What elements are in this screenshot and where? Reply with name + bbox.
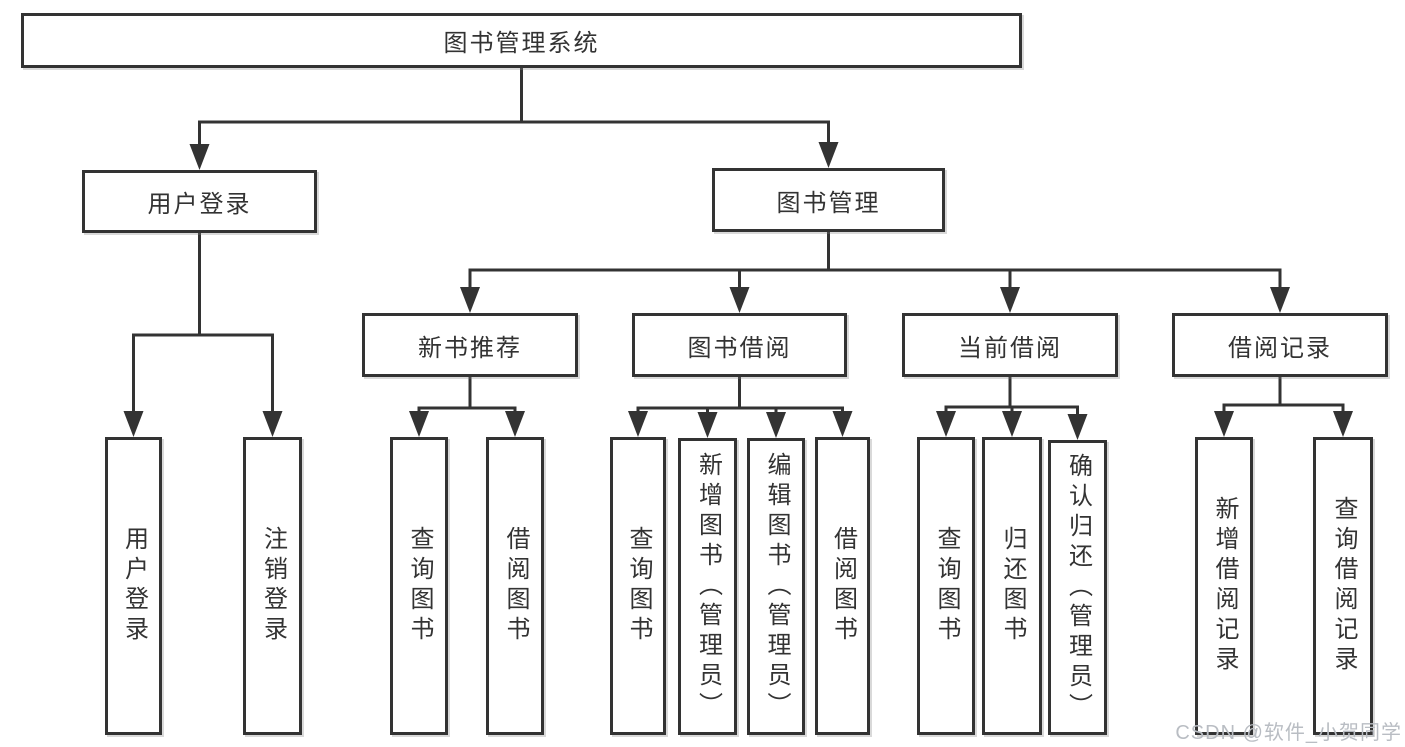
node-label-root: 图书管理系统: [443, 30, 600, 57]
arrowhead-icon: [409, 411, 429, 437]
arrowhead-icon: [832, 411, 853, 437]
node-book-mgmt: 图书管理: [712, 168, 945, 232]
arrowhead-icon: [729, 287, 750, 313]
node-label-leaf-return-books: 归还图书: [999, 526, 1026, 646]
node-label-new-book-rec: 新书推荐: [418, 334, 522, 362]
arrowhead-icon: [1214, 411, 1234, 437]
node-leaf-borrow-books-2: 借阅图书: [815, 437, 870, 735]
node-leaf-query-books-3: 查询图书: [917, 437, 975, 735]
node-leaf-logout: 注销登录: [243, 437, 302, 735]
arrowhead-icon: [189, 144, 210, 170]
node-label-leaf-logout: 注销登录: [259, 526, 287, 646]
arrowhead-icon: [1333, 411, 1353, 437]
node-label-leaf-borrow-books-2: 借阅图书: [829, 526, 857, 646]
node-user-login: 用户登录: [82, 170, 317, 233]
node-leaf-add-books: 新增图书（管理员）: [678, 438, 737, 735]
arrowhead-icon: [818, 142, 839, 168]
node-label-leaf-query-borrow-record: 查询借阅记录: [1330, 496, 1357, 676]
arrowhead-icon: [123, 411, 144, 437]
node-label-leaf-query-books-2: 查询图书: [625, 526, 652, 646]
node-label-leaf-confirm-return: 确认归还（管理员）: [1064, 452, 1092, 723]
node-current-borrow: 当前借阅: [902, 313, 1118, 377]
arrowhead-icon: [1067, 414, 1088, 440]
arrowhead-icon: [936, 411, 956, 437]
node-leaf-confirm-return: 确认归还（管理员）: [1048, 440, 1107, 735]
node-label-leaf-edit-books: 编辑图书（管理员）: [763, 451, 790, 722]
arrowhead-icon: [1000, 287, 1020, 313]
node-leaf-query-borrow-record: 查询借阅记录: [1313, 437, 1373, 735]
node-label-leaf-query-books-1: 查询图书: [406, 526, 433, 646]
arrowhead-icon: [460, 287, 480, 313]
node-leaf-borrow-books-1: 借阅图书: [486, 437, 544, 735]
arrowhead-icon: [262, 411, 283, 437]
node-leaf-return-books: 归还图书: [982, 437, 1042, 735]
node-book-borrow: 图书借阅: [632, 313, 847, 377]
arrowhead-icon: [505, 411, 525, 437]
arrowhead-icon: [697, 412, 718, 438]
node-label-leaf-query-books-3: 查询图书: [933, 526, 960, 646]
arrowhead-icon: [1002, 411, 1022, 437]
node-leaf-edit-books: 编辑图书（管理员）: [747, 438, 805, 735]
node-label-book-mgmt: 图书管理: [776, 189, 881, 217]
node-label-leaf-add-books: 新增图书（管理员）: [694, 451, 722, 722]
node-label-book-borrow: 图书借阅: [687, 334, 792, 362]
node-label-leaf-user-login: 用户登录: [120, 526, 148, 646]
node-root: 图书管理系统: [21, 13, 1022, 68]
node-label-leaf-borrow-books-1: 借阅图书: [502, 526, 529, 646]
node-new-book-rec: 新书推荐: [362, 313, 578, 377]
node-leaf-add-borrow-record: 新增借阅记录: [1195, 437, 1253, 735]
arrowhead-icon: [628, 411, 648, 437]
arrowhead-icon: [766, 412, 786, 438]
node-borrow-records: 借阅记录: [1172, 313, 1388, 377]
node-label-user-login: 用户登录: [147, 191, 252, 218]
node-label-borrow-records: 借阅记录: [1228, 334, 1332, 362]
node-leaf-query-books-1: 查询图书: [390, 437, 448, 735]
node-label-current-borrow: 当前借阅: [958, 334, 1062, 362]
node-leaf-query-books-2: 查询图书: [610, 437, 666, 735]
node-label-leaf-add-borrow-record: 新增借阅记录: [1211, 496, 1238, 676]
arrowhead-icon: [1270, 287, 1290, 313]
node-leaf-user-login: 用户登录: [105, 437, 162, 735]
